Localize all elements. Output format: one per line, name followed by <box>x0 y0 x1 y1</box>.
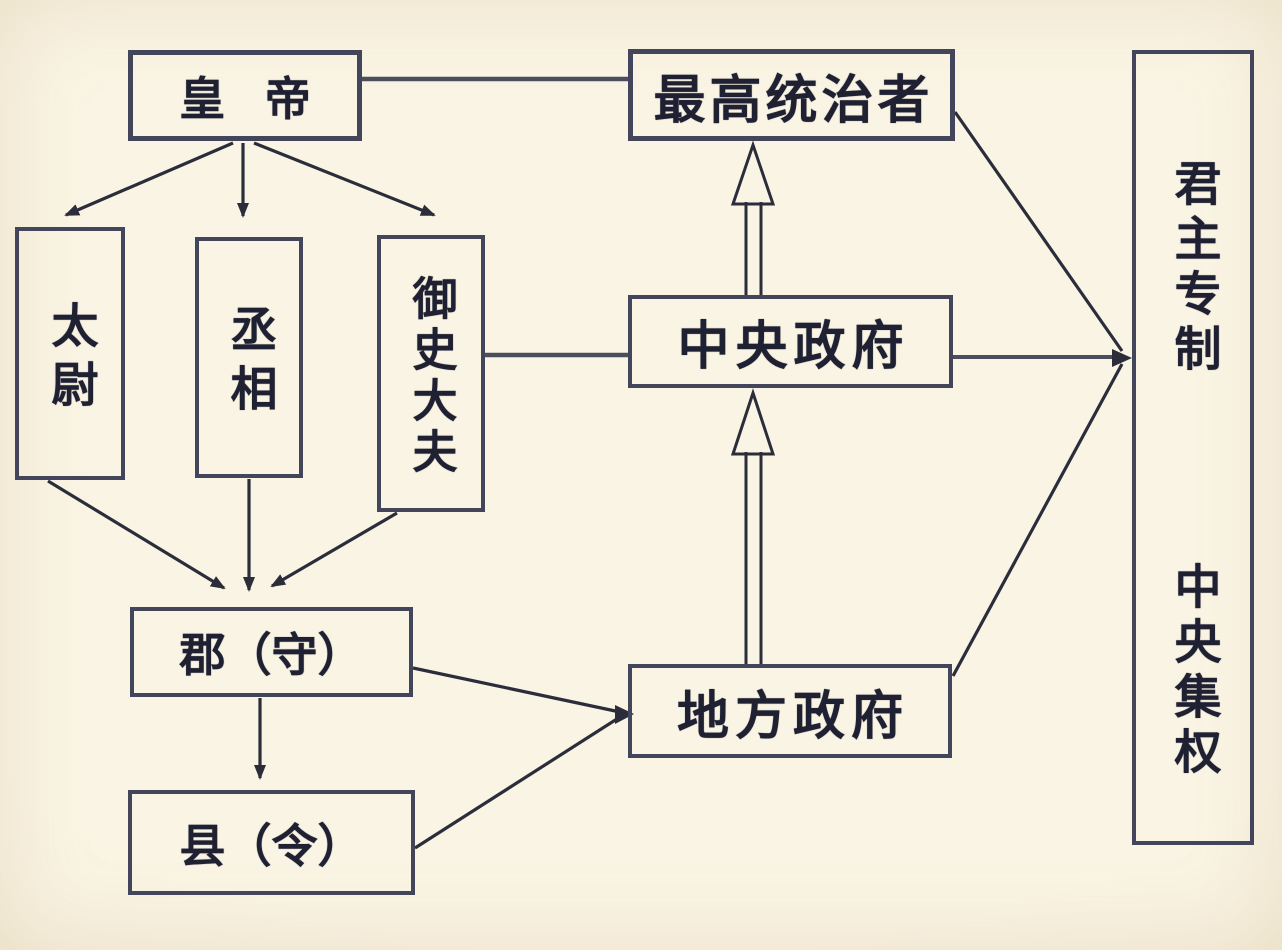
node-censor-label: 御史大夫 <box>405 274 456 479</box>
node-emperor: 皇 帝 <box>128 50 362 141</box>
node-central-gov: 中央政府 <box>628 295 953 388</box>
node-taiwei: 太尉 <box>15 227 125 480</box>
side-panel-bottom-text-wrap: 中央集权 <box>1136 562 1250 782</box>
side-panel-top-label: 君主专制 <box>1166 159 1219 379</box>
side-panel-top-text-wrap: 君主专制 <box>1136 159 1250 379</box>
node-commandery-label: 郡（守） <box>179 630 364 681</box>
node-censor: 御史大夫 <box>377 235 485 512</box>
node-local-gov-label: 地方政府 <box>676 688 909 746</box>
node-commandery: 郡（守） <box>130 607 413 697</box>
node-emperor-label: 皇 帝 <box>179 73 325 125</box>
arrowhead-into-localgov <box>615 705 634 724</box>
edge-county-localgov <box>414 715 621 850</box>
edge-supreme-sidepanel <box>953 111 1124 352</box>
edge-taiwei-commandery <box>47 479 226 590</box>
node-taiwei-label: 太尉 <box>43 300 96 419</box>
node-supreme-ruler: 最高统治者 <box>628 49 955 141</box>
side-panel-bottom-label: 中央集权 <box>1166 562 1219 782</box>
node-supreme-ruler-label: 最高统治者 <box>653 72 934 130</box>
node-central-gov-label: 中央政府 <box>677 319 910 376</box>
node-county: 县（令） <box>128 790 415 895</box>
edge-censor-commandery <box>270 511 398 588</box>
edge-emperor-censor <box>253 141 436 217</box>
node-chancellor: 丞相 <box>195 237 303 478</box>
open-arrow-local-central-head <box>730 388 776 456</box>
edge-localgov-sidepanel <box>951 363 1124 677</box>
open-arrow-central-supreme-head <box>730 140 776 206</box>
arrowhead-into-sidepanel <box>1112 349 1132 367</box>
edge-emperor-taiwei <box>64 141 234 217</box>
node-local-gov: 地方政府 <box>628 664 952 758</box>
node-side-panel: 君主专制 中央集权 <box>1132 50 1254 845</box>
node-chancellor-label: 丞相 <box>222 304 275 423</box>
node-county-label: 县（令） <box>179 820 364 872</box>
edge-commandery-localgov <box>412 666 621 714</box>
